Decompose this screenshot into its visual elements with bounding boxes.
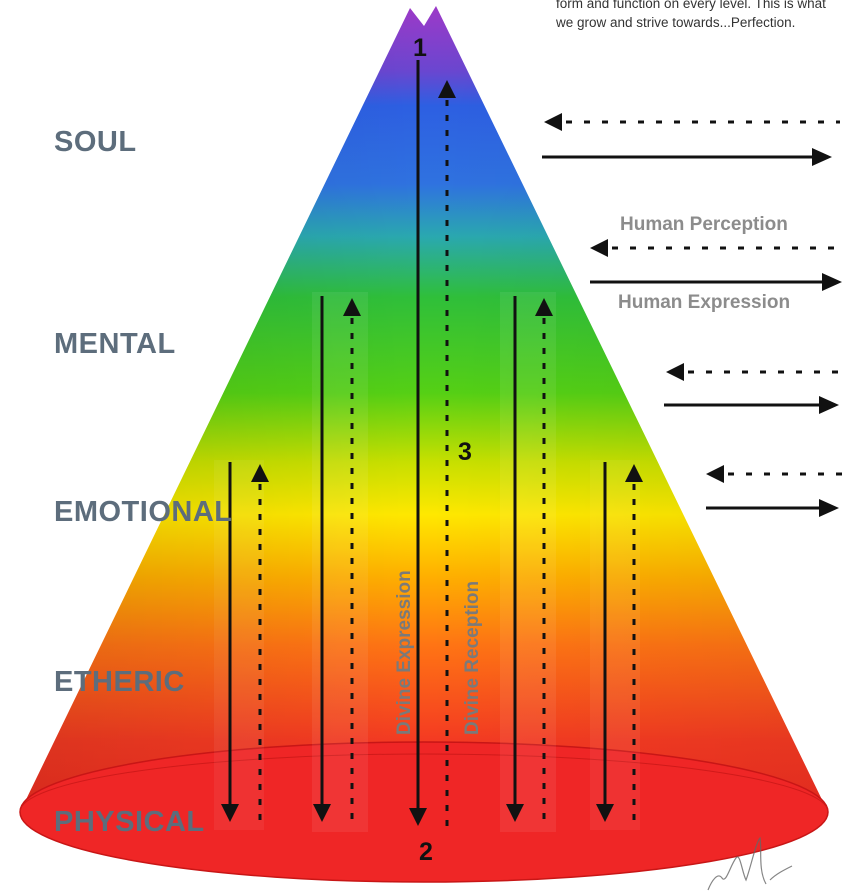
human-expression-label: Human Expression	[618, 292, 790, 314]
top-note: form and function on every level. This i…	[556, 0, 841, 32]
level-soul: SOUL	[54, 126, 137, 159]
level-emotional: EMOTIONAL	[54, 496, 233, 529]
number-1: 1	[413, 34, 427, 63]
human-perception-label: Human Perception	[620, 214, 788, 236]
divine-expression-label: Divine Expression	[394, 570, 416, 735]
number-2: 2	[419, 838, 433, 867]
level-mental: MENTAL	[54, 328, 176, 361]
level-etheric: ETHERIC	[54, 666, 185, 699]
divine-reception-label: Divine Reception	[462, 581, 484, 735]
number-3: 3	[458, 438, 472, 467]
level-physical: PHYSICAL	[54, 806, 205, 839]
